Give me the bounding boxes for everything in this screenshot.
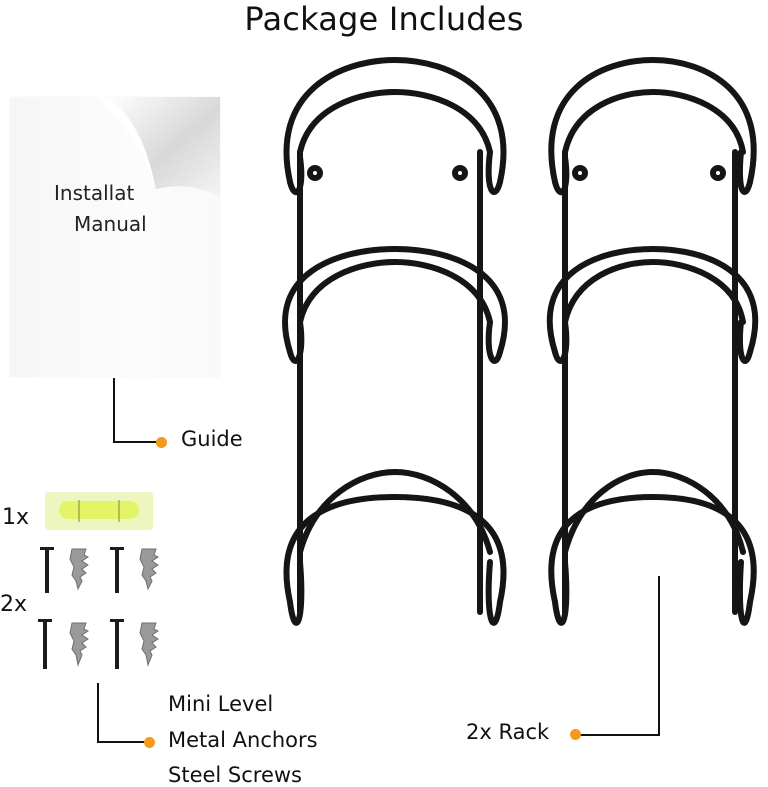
hardware-callout-line (97, 683, 99, 742)
hardware-dot-icon (144, 737, 155, 748)
rack-callout-line (658, 576, 660, 736)
manual-line-2: Manual (74, 212, 147, 236)
screws-and-anchors (38, 545, 163, 675)
document-curl-icon (96, 97, 220, 207)
hardware-callout-line-h (97, 741, 147, 743)
mini-level-label: Mini Level (168, 692, 274, 716)
steel-screws-label: Steel Screws (168, 763, 302, 787)
manual-title: Installat Manual (30, 178, 200, 240)
hardware-quantity: 2x (0, 592, 28, 617)
screw-icon (38, 547, 124, 669)
mini-level-icon (45, 492, 153, 530)
page-title: Package Includes (244, 0, 524, 38)
wall-anchor-icon (69, 548, 159, 667)
rack-callout-line-h (578, 734, 660, 736)
wall-rack-icon (535, 52, 768, 662)
guide-callout-line (113, 378, 115, 442)
manual-line-1: Installat (54, 181, 135, 205)
level-quantity: 1x (2, 505, 30, 530)
guide-callout-line-h (113, 441, 159, 443)
metal-anchors-label: Metal Anchors (168, 728, 318, 752)
guide-label: Guide (181, 427, 243, 451)
rack-dot-icon (570, 729, 581, 740)
guide-dot-icon (156, 437, 167, 448)
rack-label: 2x Rack (466, 720, 550, 744)
wall-rack-icon (270, 52, 520, 662)
